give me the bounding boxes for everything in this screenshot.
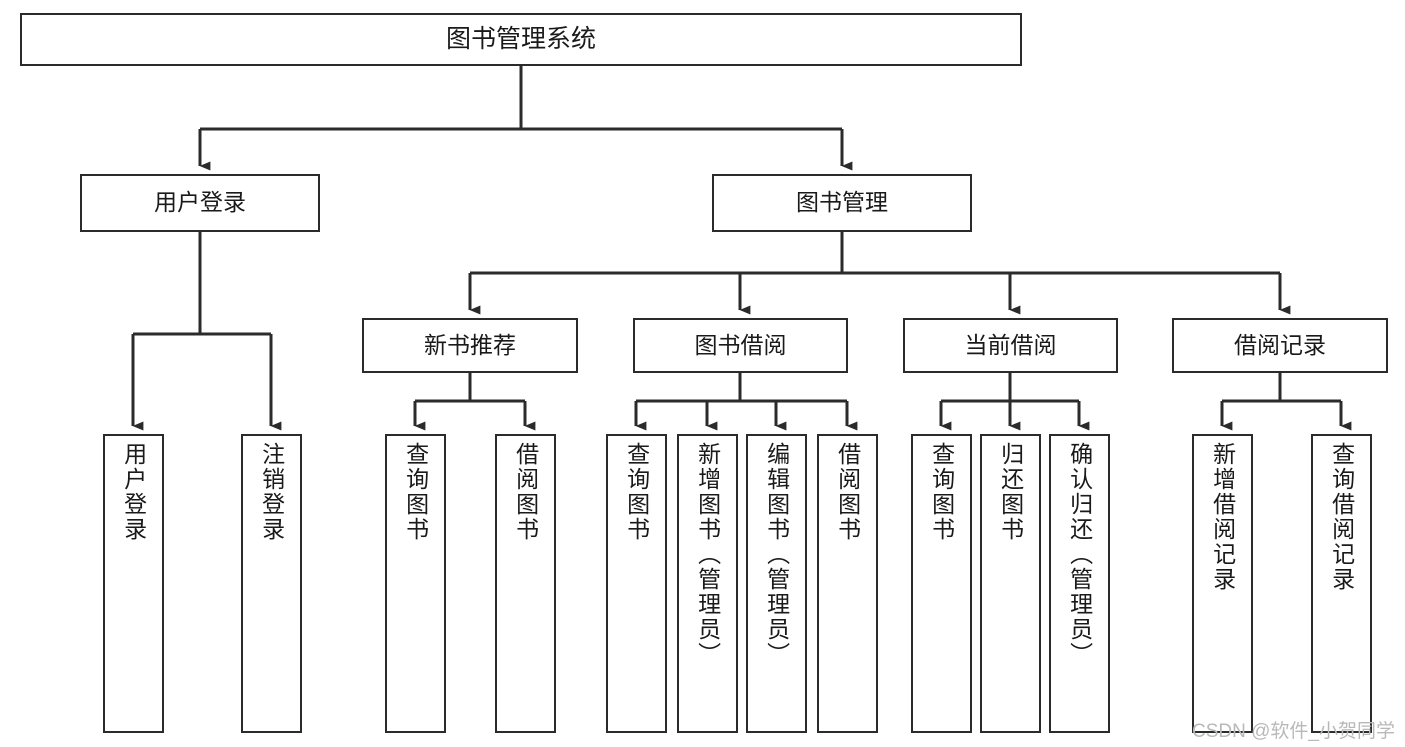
connector-user-login-to-leaves (131, 232, 282, 431)
node-user-login[interactable]: 用户登录 (80, 174, 320, 232)
node-label-book-borrow: 图书借阅 (694, 331, 787, 358)
node-label-book-management: 图书管理 (796, 189, 888, 216)
connector-book-management-to-level2 (468, 232, 1291, 315)
node-label-leaf-return-book: 归还图书 (997, 442, 1024, 542)
csdn-watermark: CSDN @软件_小贺同学 (1192, 721, 1395, 742)
node-leaf-query-book-3[interactable]: 查询图书 (911, 434, 972, 733)
node-leaf-borrow-book-1[interactable]: 借阅图书 (495, 434, 556, 733)
node-borrow-record[interactable]: 借阅记录 (1172, 318, 1388, 373)
node-current-borrow[interactable]: 当前借阅 (903, 318, 1118, 373)
node-label-new-book-recommend: 新书推荐 (424, 331, 516, 358)
node-leaf-add-borrow-record[interactable]: 新增借阅记录 (1192, 434, 1253, 733)
node-leaf-borrow-book-2[interactable]: 借阅图书 (817, 434, 878, 733)
node-label-current-borrow: 当前借阅 (964, 331, 1057, 358)
node-leaf-add-book[interactable]: 新增图书（管理员） (677, 434, 738, 733)
node-label-leaf-borrow-book-1: 借阅图书 (512, 442, 539, 542)
node-leaf-query-borrow-record[interactable]: 查询借阅记录 (1311, 434, 1372, 733)
node-leaf-query-book-2[interactable]: 查询图书 (606, 434, 667, 733)
node-label-leaf-user-logout: 注销登录 (258, 442, 285, 542)
node-label-leaf-add-borrow-record: 新增借阅记录 (1209, 442, 1236, 592)
node-label-leaf-edit-book: 编辑图书（管理员） (763, 442, 790, 667)
node-leaf-user-login[interactable]: 用户登录 (103, 434, 164, 733)
node-new-book-recommend[interactable]: 新书推荐 (362, 318, 578, 373)
node-label-leaf-confirm-return: 确认归还（管理员） (1066, 442, 1093, 667)
node-label-borrow-record: 借阅记录 (1234, 331, 1326, 358)
node-label-root: 图书管理系统 (445, 24, 596, 53)
node-book-management[interactable]: 图书管理 (712, 174, 972, 232)
node-leaf-edit-book[interactable]: 编辑图书（管理员） (746, 434, 807, 733)
node-label-user-login: 用户登录 (154, 189, 246, 216)
node-leaf-return-book[interactable]: 归还图书 (980, 434, 1041, 733)
node-label-leaf-borrow-book-2: 借阅图书 (834, 442, 861, 542)
node-label-leaf-query-book-2: 查询图书 (623, 442, 650, 542)
connector-current-borrow-to-leaves (939, 373, 1090, 431)
node-leaf-query-book-1[interactable]: 查询图书 (385, 434, 446, 733)
node-label-leaf-query-book-1: 查询图书 (402, 442, 429, 542)
node-label-leaf-add-book: 新增图书（管理员） (694, 442, 721, 667)
node-label-leaf-query-borrow-record: 查询借阅记录 (1328, 442, 1355, 592)
connector-root-to-level1 (198, 66, 853, 171)
connector-new-book-recommend-to-leaves (413, 373, 536, 431)
connector-borrow-record-to-leaves (1220, 373, 1352, 431)
node-label-leaf-user-login: 用户登录 (120, 442, 147, 542)
node-book-borrow[interactable]: 图书借阅 (633, 318, 848, 373)
node-leaf-confirm-return[interactable]: 确认归还（管理员） (1049, 434, 1110, 733)
node-label-leaf-query-book-3: 查询图书 (928, 442, 955, 542)
node-root-system[interactable]: 图书管理系统 (20, 13, 1022, 66)
connector-book-borrow-to-leaves (634, 373, 858, 431)
node-leaf-user-logout[interactable]: 注销登录 (241, 434, 302, 733)
